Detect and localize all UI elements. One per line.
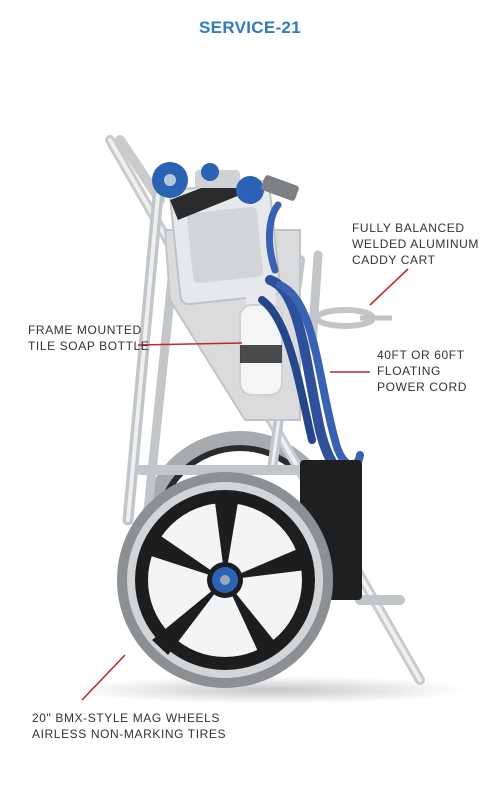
cart-handle [314, 307, 392, 329]
callout-cord-line-3: POWER CORD [377, 380, 467, 394]
callout-soap-bottle: FRAME MOUNTED TILE SOAP BOTTLE [28, 322, 149, 354]
callout-wheels-line-2: AIRLESS NON-MARKING TIRES [32, 727, 227, 741]
callout-cart-line-3: CADDY CART [352, 253, 436, 267]
power-cord-coil [258, 201, 364, 479]
front-wheel [117, 472, 333, 688]
callout-bottle-line-1: FRAME MOUNTED [28, 323, 142, 337]
motor-housing [152, 162, 299, 306]
page-title: SERVICE-21 [199, 18, 301, 37]
callout-cord-line-1: 40FT OR 60FT [377, 348, 465, 362]
callout-bottle-line-2: TILE SOAP BOTTLE [28, 339, 150, 353]
callout-cord-line-2: FLOATING [377, 364, 441, 378]
callout-power-cord: 40FT OR 60FT FLOATING POWER CORD [377, 347, 467, 395]
callout-caddy-cart: FULLY BALANCED WELDED ALUMINUM CADDY CAR… [352, 220, 479, 268]
callout-leader-lines [81, 268, 409, 701]
callout-wheels: 20" BMX-STYLE MAG WHEELS AIRLESS NON-MAR… [32, 710, 226, 742]
callout-cart-line-1: FULLY BALANCED [352, 221, 465, 235]
soap-bottle [239, 292, 283, 396]
callout-cart-line-2: WELDED ALUMINUM [352, 237, 480, 251]
floor-shadow [70, 676, 470, 704]
callout-wheels-line-1: 20" BMX-STYLE MAG WHEELS [32, 711, 221, 725]
